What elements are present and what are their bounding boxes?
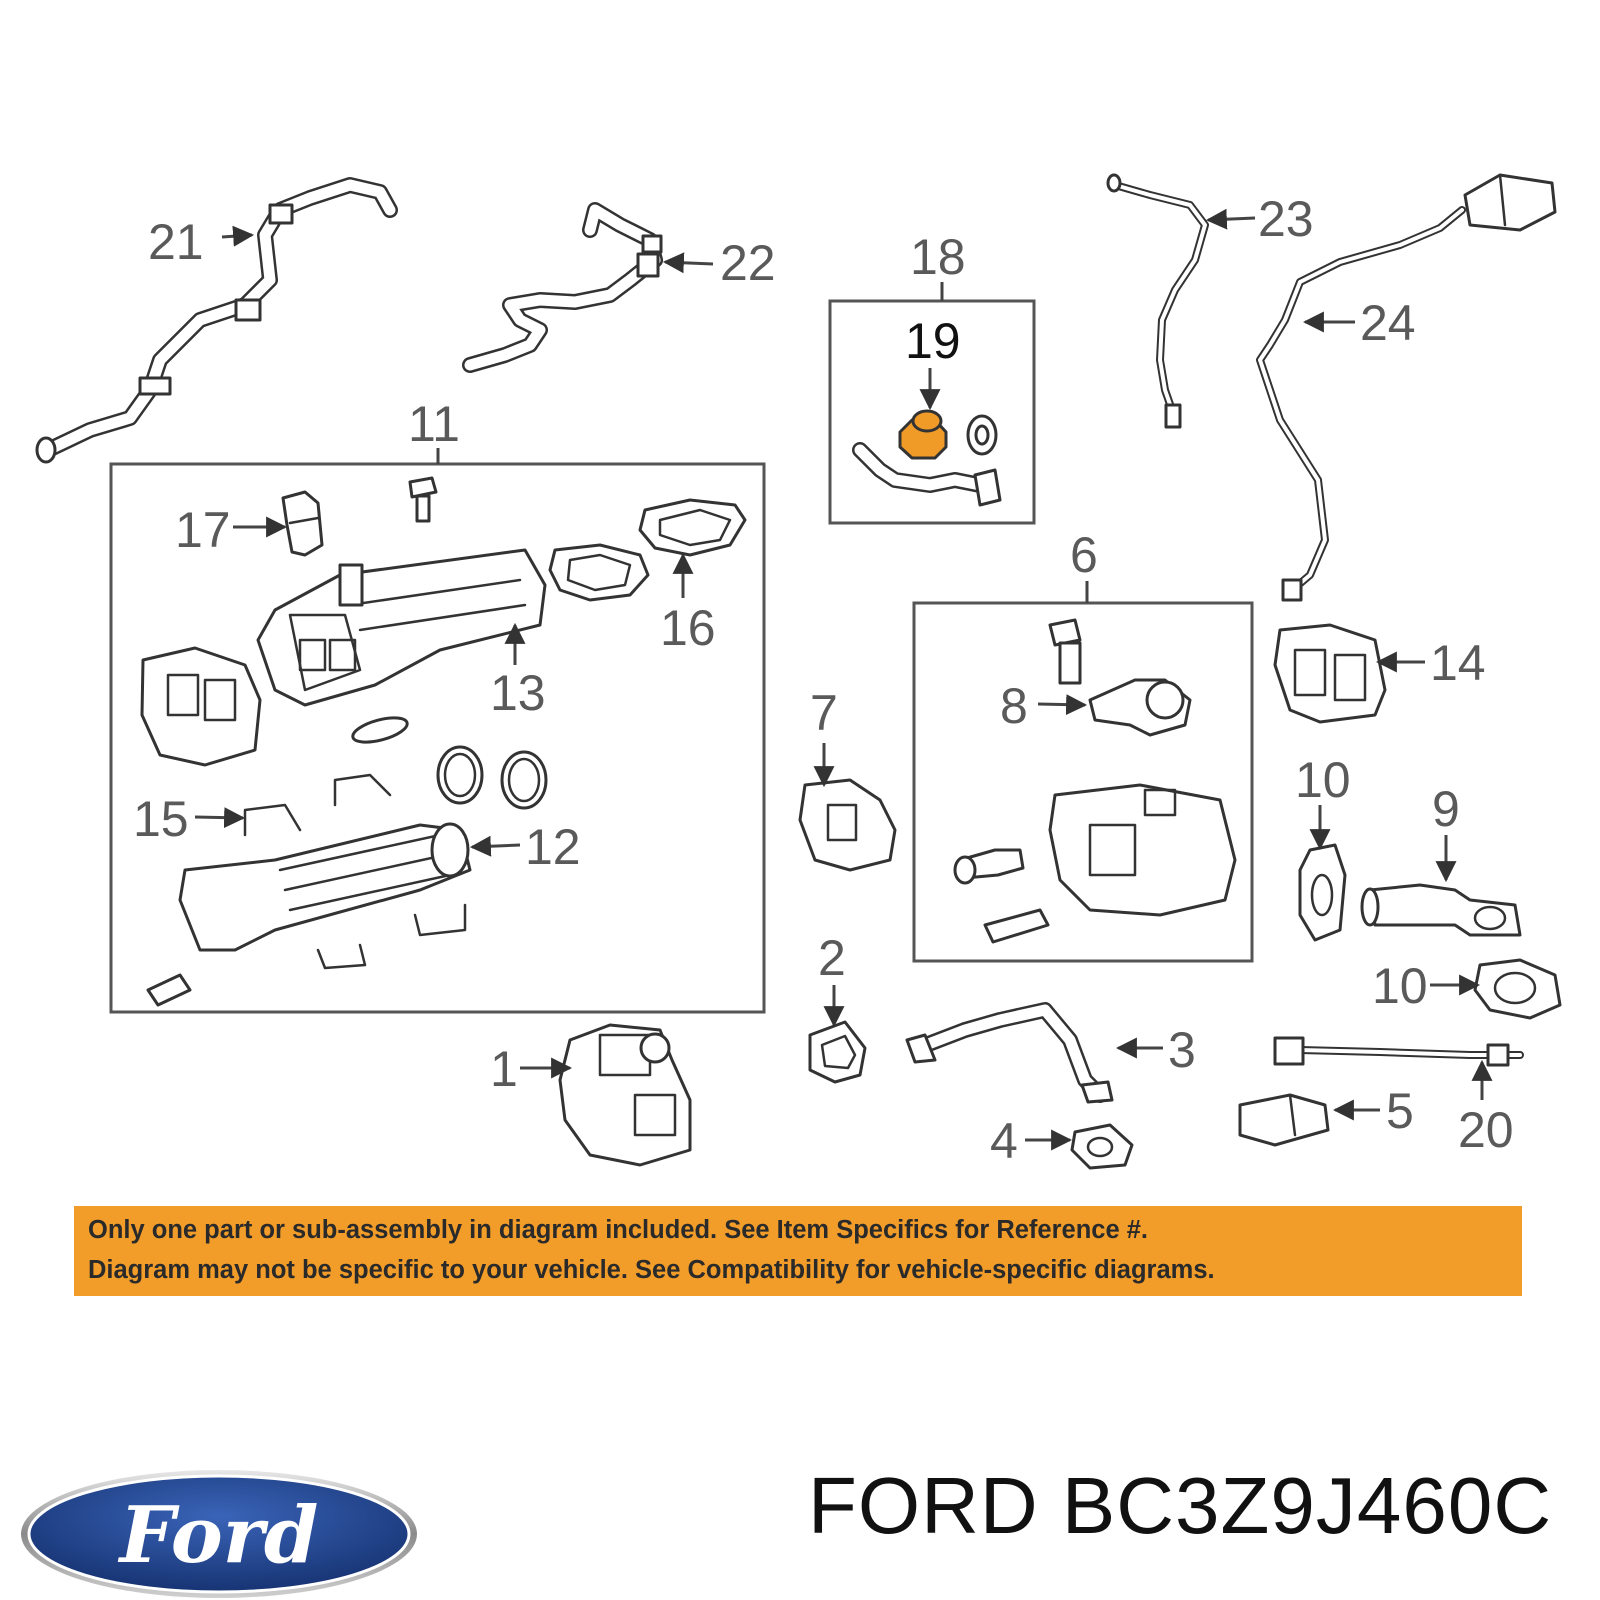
arrow-8 <box>1037 694 1088 716</box>
part-23-sensor-wire <box>1106 173 1209 429</box>
arrow-21 <box>221 225 255 247</box>
gasket-left-group-11 <box>140 646 262 767</box>
disclaimer-line-2: Diagram may not be specific to your vehi… <box>88 1256 1215 1284</box>
part-10-gasket-upper <box>1298 843 1347 942</box>
part-7-gasket <box>798 778 897 872</box>
part-2-gasket <box>808 1020 867 1084</box>
callout-3: 3 <box>1168 1022 1196 1078</box>
part-4-gasket <box>1070 1123 1134 1170</box>
part-22-hose <box>462 202 663 373</box>
part-13-egr-cooler-housing <box>256 548 547 707</box>
callout-11: 11 <box>408 396 460 452</box>
callout-15: 15 <box>133 791 189 847</box>
callout-23: 23 <box>1258 191 1314 247</box>
part-number-title: FORD BC3Z9J460C <box>808 1461 1553 1550</box>
bolt-group-11 <box>408 476 438 523</box>
part-24-sensor-wire <box>1256 173 1557 602</box>
part-20-sensor <box>1273 1036 1524 1067</box>
part-21-hose <box>35 177 398 464</box>
callout-10b: 10 <box>1372 958 1428 1014</box>
disclaimer-line-1: Only one part or sub-assembly in diagram… <box>88 1216 1148 1244</box>
callout-22: 22 <box>720 235 776 291</box>
disclaimer-banner: Only one part or sub-assembly in diagram… <box>74 1206 1522 1296</box>
part-17-sensor <box>281 490 324 557</box>
ford-logo: Ford <box>21 1470 417 1598</box>
part-19-highlighted-plug <box>898 409 948 460</box>
part-12-egr-cooler <box>146 822 472 1007</box>
part-8-bolt-and-actuator <box>953 618 1237 944</box>
ford-logo-script: Ford <box>118 1490 319 1581</box>
part-3-pipe <box>905 1002 1114 1104</box>
callout-7: 7 <box>810 685 838 741</box>
callout-8: 8 <box>1000 678 1028 734</box>
callout-16: 16 <box>660 600 716 656</box>
callout-12: 12 <box>525 819 581 875</box>
part-1-egr-valve <box>558 1023 692 1167</box>
callout-14: 14 <box>1430 635 1486 691</box>
arrow-23 <box>1205 208 1256 230</box>
callout-17: 17 <box>175 502 231 558</box>
callout-5: 5 <box>1386 1083 1414 1139</box>
callout-20: 20 <box>1458 1102 1514 1158</box>
callout-13: 13 <box>490 665 546 721</box>
arrow-15 <box>194 807 246 829</box>
part-14-gasket <box>1273 623 1387 724</box>
part-5-connector <box>1238 1093 1330 1147</box>
part-9-tube <box>1360 883 1522 937</box>
callout-9: 9 <box>1432 781 1460 837</box>
arrow-12 <box>469 835 521 857</box>
callout-4: 4 <box>990 1113 1018 1169</box>
part-10-gasket-lower <box>1473 958 1562 1020</box>
group-box-18 <box>828 299 1036 525</box>
callout-19: 19 <box>905 313 961 369</box>
callout-18: 18 <box>910 229 966 285</box>
callout-10a: 10 <box>1295 752 1351 808</box>
seal-rings-group-11 <box>351 716 548 810</box>
callout-24: 24 <box>1360 295 1416 351</box>
callout-6: 6 <box>1070 527 1098 583</box>
group-box-6 <box>912 601 1254 963</box>
part-16-gasket <box>548 498 747 602</box>
callout-21: 21 <box>148 214 204 270</box>
callout-1: 1 <box>490 1041 518 1097</box>
callout-2: 2 <box>818 930 846 986</box>
part-18-hose-assembly <box>852 414 1002 507</box>
arrow-22 <box>662 252 714 274</box>
